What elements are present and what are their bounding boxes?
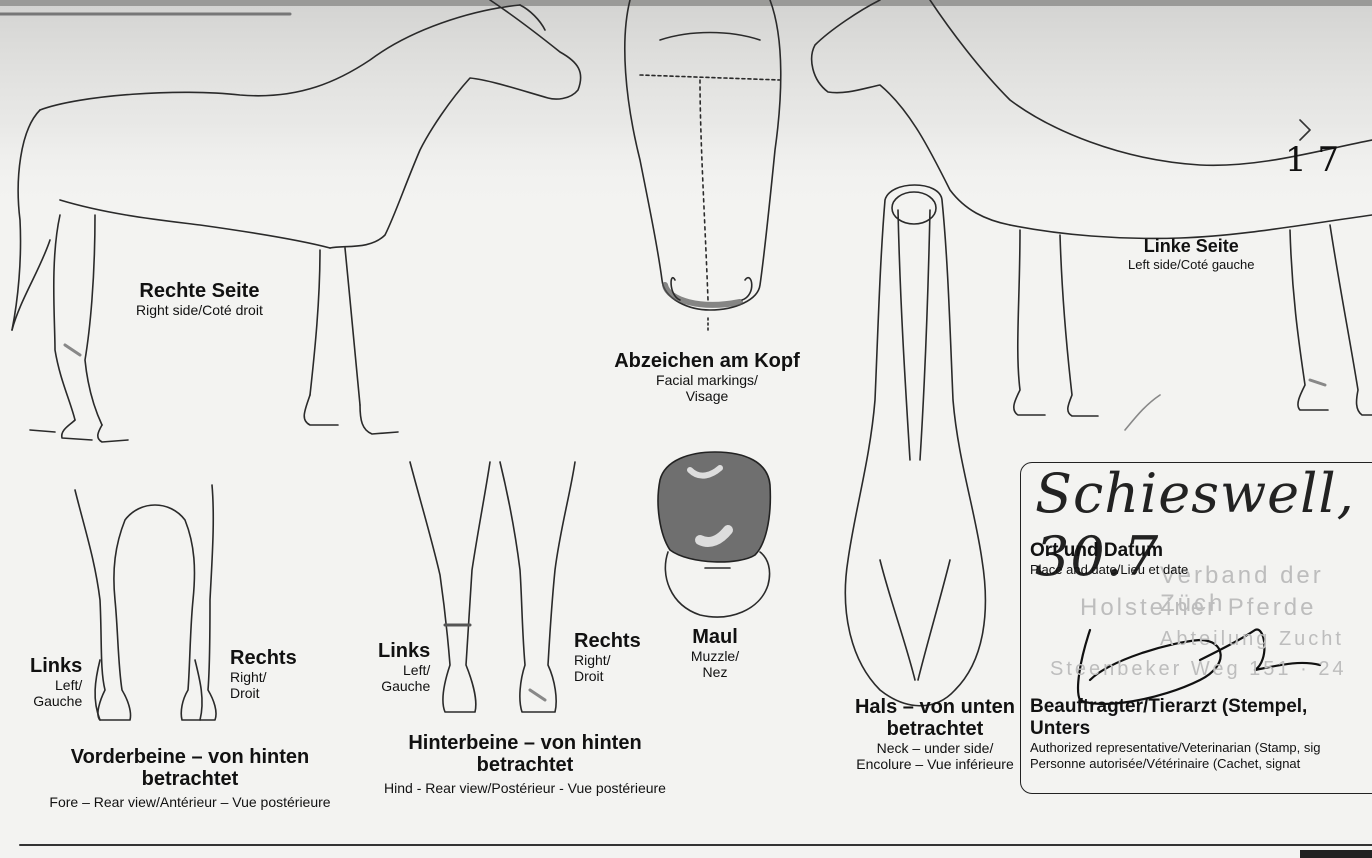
right-side-label: Rechte Seite Right side/Coté droit	[136, 280, 263, 318]
authorized-title: Beauftragter/Tierarzt (Stempel, Unters	[1030, 696, 1372, 740]
authorized-subtitle-2: Personne autorisée/Vétérinaire (Cachet, …	[1030, 756, 1372, 772]
fore-legs-caption: Vorderbeine – von hinten betrachtet Fore…	[40, 746, 340, 810]
muzzle-subtitle-1: Muzzle/	[680, 648, 750, 664]
stamp-line-3: Abteilung Zucht	[1160, 628, 1344, 651]
hind-rechts-sub-2: Droit	[574, 668, 641, 684]
neck-label: Hals – von unten betrachtet Neck – under…	[835, 696, 1035, 772]
neck-subtitle-1: Neck – under side/	[835, 740, 1035, 756]
fore-legs-outline	[75, 485, 216, 720]
muzzle-subtitle-2: Nez	[680, 664, 750, 680]
left-side-subtitle: Left side/Coté gauche	[1128, 257, 1254, 273]
fore-links-sub-1: Left/	[30, 677, 82, 693]
fore-left-label: Links Left/ Gauche	[30, 655, 82, 709]
place-date-label: Ort und Datum Place and date/Lieu et dat…	[1030, 540, 1188, 578]
hind-rechts: Rechts	[574, 630, 641, 652]
hind-links-sub-1: Left/	[378, 662, 430, 678]
hind-legs-caption: Hinterbeine – von hinten betrachtet Hind…	[365, 732, 685, 796]
head-subtitle-1: Facial markings/	[592, 372, 822, 388]
fore-subtitle: Fore – Rear view/Antérieur – Vue postéri…	[40, 794, 340, 810]
muzzle-title: Maul	[680, 626, 750, 648]
fore-rechts: Rechts	[230, 647, 297, 669]
head-title: Abzeichen am Kopf	[592, 350, 822, 372]
fore-rechts-sub-1: Right/	[230, 669, 297, 685]
margin-note: 1 7	[1285, 140, 1339, 180]
fore-title-2: betrachtet	[40, 768, 340, 790]
muzzle-label: Maul Muzzle/ Nez	[680, 626, 750, 680]
hind-right-label: Rechts Right/ Droit	[574, 630, 641, 684]
neck-title-1: Hals – von unten	[835, 696, 1035, 718]
neck-subtitle-2: Encolure – Vue inférieure	[835, 756, 1035, 772]
left-side-title: Linke Seite	[1128, 235, 1254, 257]
neck-underside-outline	[845, 185, 985, 706]
right-side-title: Rechte Seite	[136, 280, 263, 302]
head-subtitle-2: Visage	[592, 388, 822, 404]
left-side-label: Linke Seite Left side/Coté gauche	[1128, 235, 1254, 273]
authorized-subtitle-1: Authorized representative/Veterinarian (…	[1030, 740, 1372, 756]
head-markings-label: Abzeichen am Kopf Facial markings/ Visag…	[592, 350, 822, 404]
fore-links-sub-2: Gauche	[30, 693, 82, 709]
muzzle-outline	[658, 452, 770, 617]
hind-title-1: Hinterbeine – von hinten	[365, 732, 685, 754]
hind-subtitle: Hind - Rear view/Postérieur - Vue postér…	[365, 780, 685, 796]
fore-title-1: Vorderbeine – von hinten	[40, 746, 340, 768]
hind-rechts-sub-1: Right/	[574, 652, 641, 668]
authorized-label: Beauftragter/Tierarzt (Stempel, Unters A…	[1030, 696, 1372, 772]
hind-legs-outline	[410, 462, 575, 712]
hind-left-label: Links Left/ Gauche	[378, 640, 430, 694]
fore-rechts-sub-2: Droit	[230, 685, 297, 701]
right-side-subtitle: Right side/Coté droit	[136, 302, 263, 318]
neck-title-2: betrachtet	[835, 718, 1035, 740]
stamp-line-4: Steenbeker Weg 151 · 24	[1050, 658, 1347, 681]
place-date-title: Ort und Datum	[1030, 540, 1188, 562]
fore-right-label: Rechts Right/ Droit	[230, 647, 297, 701]
hind-links-sub-2: Gauche	[378, 678, 430, 694]
place-date-subtitle: Place and date/Lieu et date	[1030, 562, 1188, 578]
stamp-line-2: Holsteiner Pferde	[1080, 594, 1316, 622]
hind-title-2: betrachtet	[365, 754, 685, 776]
fore-links: Links	[30, 655, 82, 677]
hind-links: Links	[378, 640, 430, 662]
